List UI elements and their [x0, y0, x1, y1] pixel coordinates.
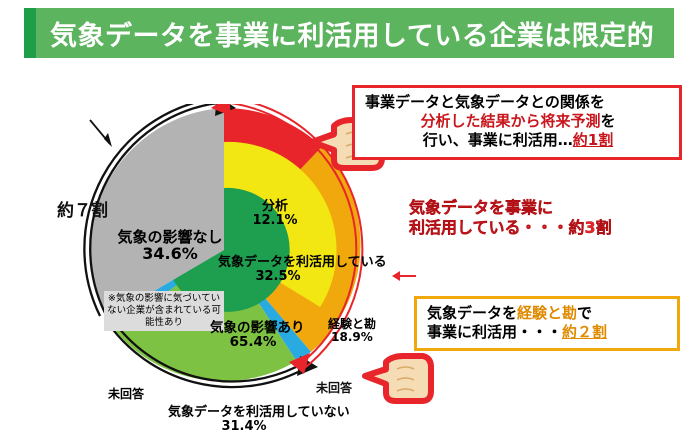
label-not-using: 気象データを利活用していない 31.4%: [168, 405, 350, 434]
slice-inner-influence: [173, 187, 290, 312]
header-accent-bar: [24, 8, 36, 58]
slice-using-yellow: [224, 141, 337, 307]
callout-analysis: 事業データと気象データとの関係を 分析した結果から将来予測を 行い、事業に利活用…: [352, 85, 682, 160]
using-callout-pointer: [392, 271, 416, 281]
callout-experience-value: 約２割: [562, 323, 608, 342]
callout-experience-highlight: 経験と勘: [517, 304, 578, 322]
callout-experience-line1: 気象データを経験と勘で: [427, 304, 593, 322]
callout-using-line2: 利活用している・・・約3割: [409, 218, 612, 238]
bracket-approx-three: [211, 104, 364, 374]
callout-analysis-line1: 事業データと気象データとの関係を: [365, 93, 605, 111]
approx-seven-label: 約７割: [57, 201, 108, 221]
note-box: ※気象の影響に気づいていない企業が含まれている可能性あり: [104, 291, 224, 331]
callout-using: 気象データを事業に 利活用している・・・約3割: [409, 198, 679, 239]
pointing-hand-icon-2: [362, 353, 434, 404]
callout-experience: 気象データを経験と勘で 事業に利活用・・・約２割: [414, 296, 680, 352]
callout-experience-line2: 事業に利活用・・・約２割: [427, 323, 608, 342]
callout-analysis-highlight: 分析した結果から将来予測: [420, 112, 601, 131]
callout-analysis-line3: 行い、事業に利活用…約1割: [422, 131, 614, 150]
page-title: 気象データを事業に利活用している企業は限定的: [50, 20, 655, 52]
callout-analysis-value: 約1割: [572, 131, 614, 150]
header-bar: 気象データを事業に利活用している企業は限定的: [24, 8, 674, 58]
approx-seven-pointer-arrow: [89, 119, 112, 147]
callout-analysis-line2: 分析した結果から将来予測を: [420, 112, 616, 131]
callout-using-line1: 気象データを事業に: [409, 198, 554, 217]
slice-inner-no-influence: [165, 188, 224, 280]
